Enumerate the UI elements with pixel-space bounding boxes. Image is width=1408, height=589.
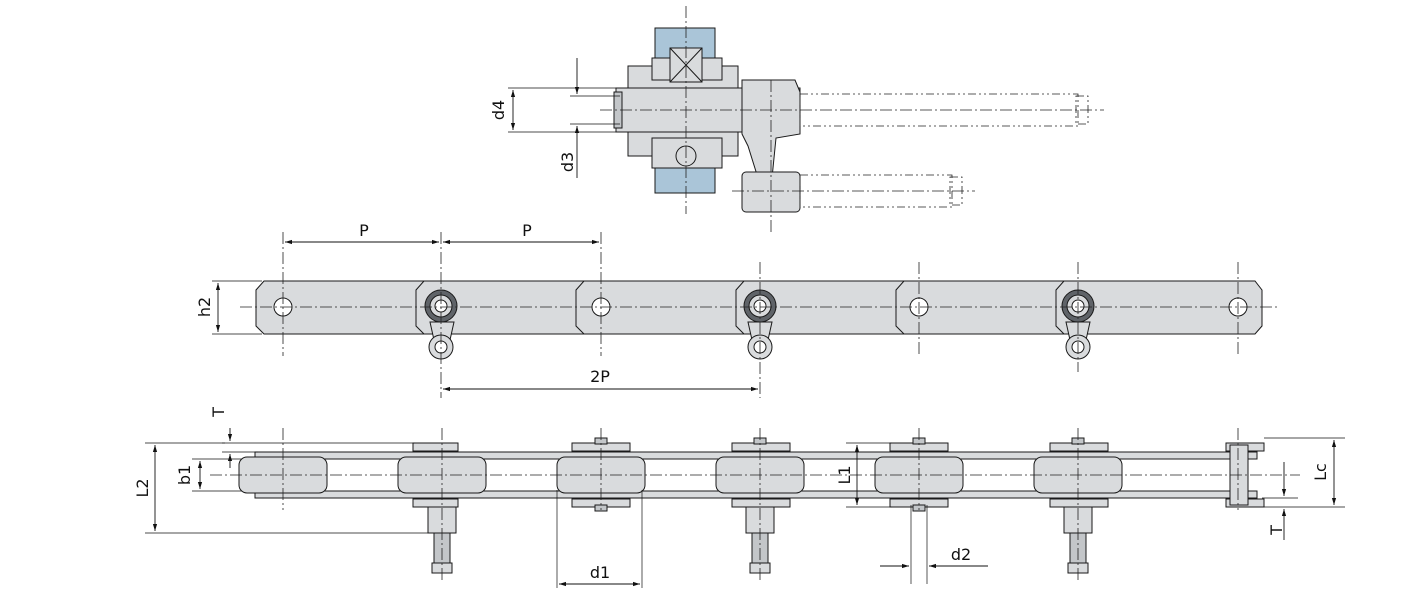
label-d1: d1 — [590, 563, 610, 582]
label-p-left: P — [359, 221, 369, 240]
attachment-pin-3 — [1061, 289, 1095, 360]
label-2p: 2P — [590, 367, 610, 386]
label-t-bottom: T — [1267, 525, 1286, 536]
bearing-cross — [669, 47, 703, 83]
link-plate-edge — [412, 442, 459, 452]
label-b1: b1 — [175, 465, 194, 485]
label-d3: d3 — [558, 152, 577, 172]
label-l2: L2 — [133, 478, 152, 497]
label-lc: Lc — [1311, 463, 1330, 481]
label-l1: L1 — [835, 465, 854, 484]
link-plate-6 — [1055, 280, 1263, 335]
section-view: d4 d3 — [489, 6, 1104, 234]
top-view: T b1 L2 L1 Lc T d1 d2 — [133, 407, 1345, 588]
label-d4: d4 — [489, 100, 508, 120]
side-view: P P h2 2P — [195, 221, 1278, 398]
link-plate-edge — [412, 498, 459, 508]
link-plate-edge — [731, 498, 791, 508]
label-h2: h2 — [195, 297, 214, 317]
label-d2: d2 — [951, 545, 971, 564]
label-p-right: P — [522, 221, 532, 240]
label-t-top: T — [209, 407, 228, 418]
link-plate-edge — [1049, 498, 1109, 508]
